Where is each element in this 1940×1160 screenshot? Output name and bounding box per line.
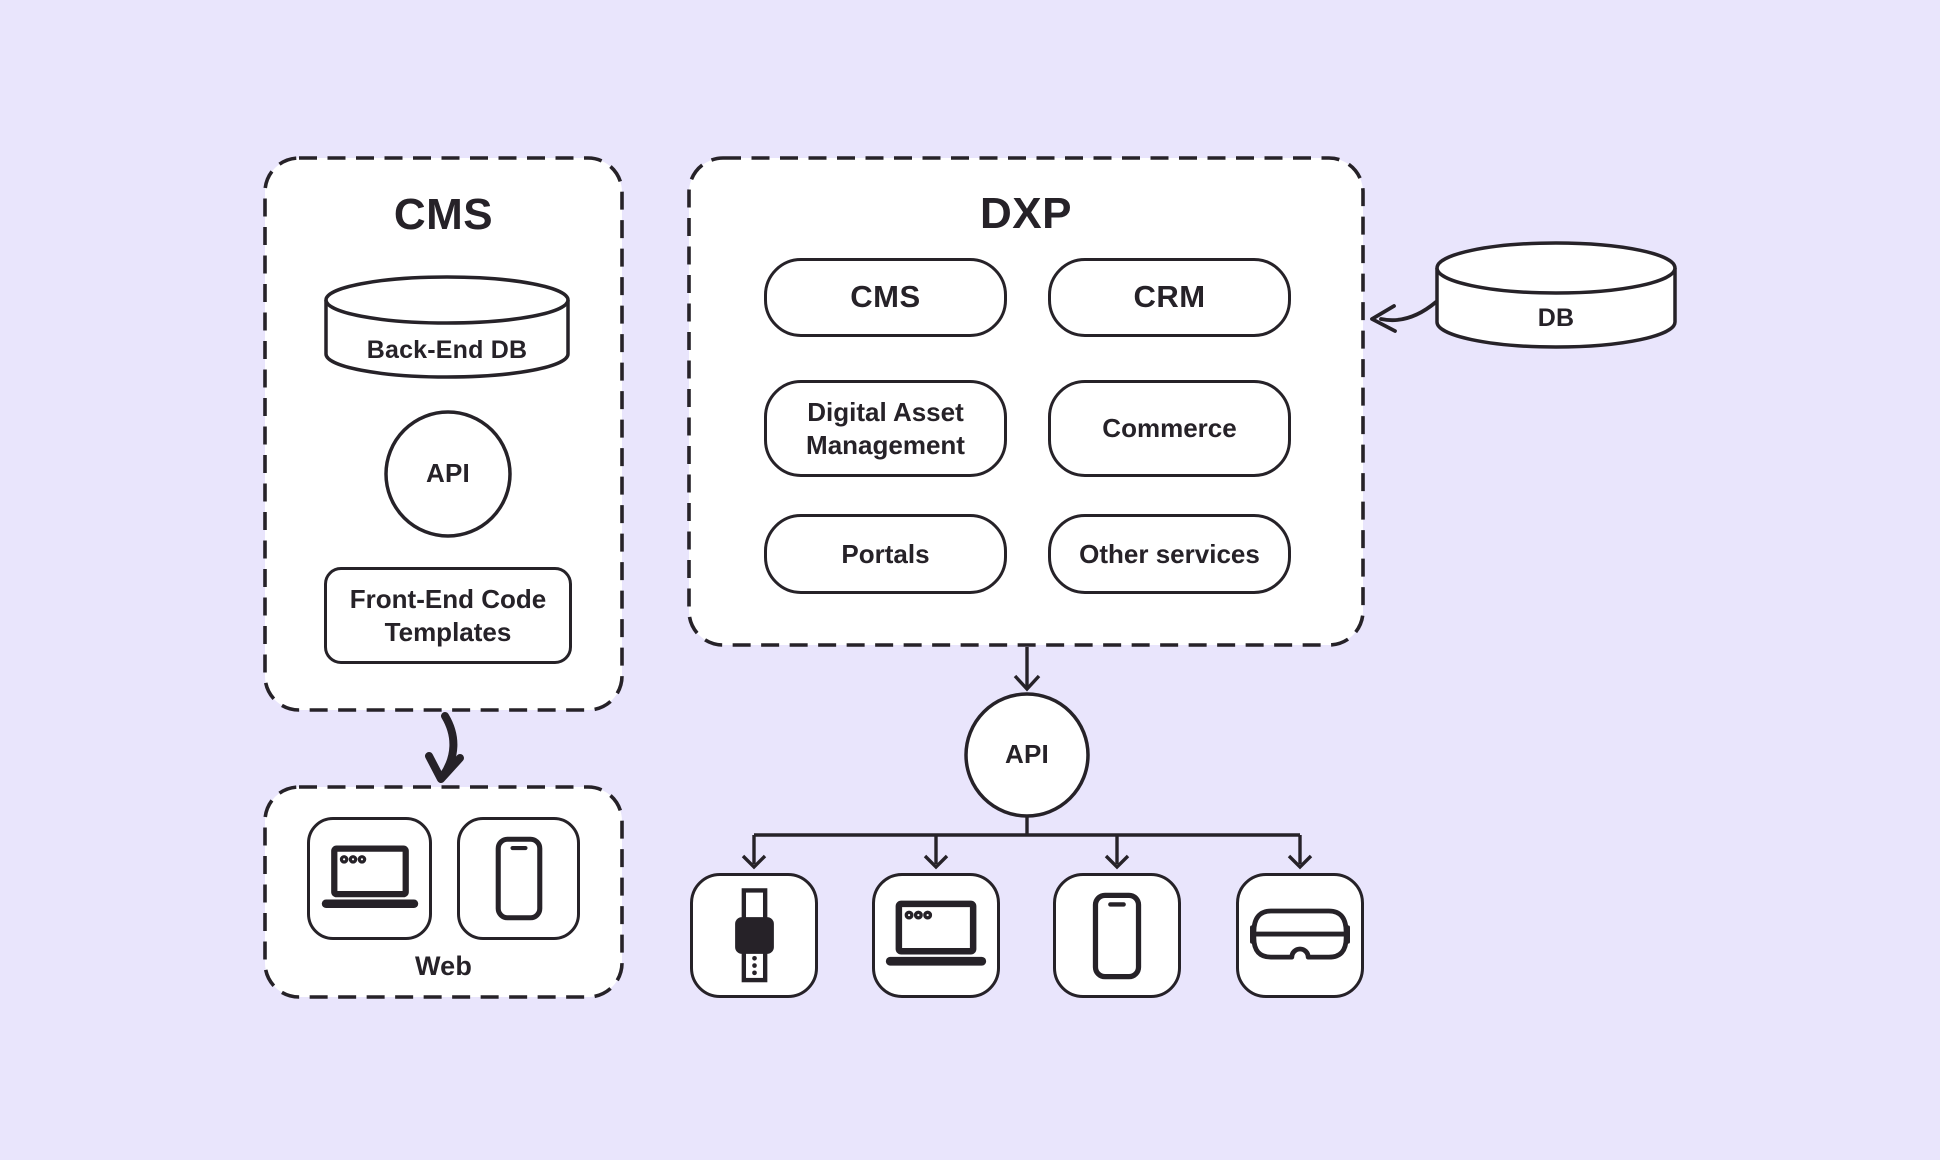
dxp-module-commerce: Commerce bbox=[1048, 380, 1291, 477]
external-db-cylinder bbox=[1435, 241, 1677, 349]
smartphone-icon bbox=[495, 836, 543, 921]
cms-panel-title: CMS bbox=[393, 190, 494, 240]
dxp-to-api-arrow bbox=[1013, 647, 1041, 692]
dxp-panel-title: DXP bbox=[980, 189, 1072, 239]
external-db-label: DB bbox=[1537, 303, 1575, 332]
cms-to-web-arrow bbox=[425, 712, 464, 783]
db-to-dxp-arrow bbox=[1370, 300, 1438, 333]
dxp-module-digital-asset-management: Digital Asset Management bbox=[764, 380, 1007, 477]
dxp-module-other-services: Other services bbox=[1048, 514, 1291, 594]
web-laptop-tile bbox=[307, 817, 432, 940]
vr-headset-icon bbox=[1250, 908, 1350, 964]
api-to-devices-branches bbox=[741, 816, 1313, 870]
laptop-icon bbox=[884, 900, 988, 971]
web-smartphone-tile bbox=[457, 817, 580, 940]
backend-db-cylinder bbox=[324, 275, 570, 379]
dxp-module-cms: CMS bbox=[764, 258, 1007, 337]
backend-db-label: Back-End DB bbox=[366, 335, 528, 364]
cms-api-circle bbox=[384, 410, 512, 538]
cms-api-label: API bbox=[426, 458, 470, 489]
api-hub-label: API bbox=[1005, 739, 1049, 770]
device-tile-vr-headset bbox=[1236, 873, 1364, 998]
web-panel-label: Web bbox=[414, 950, 473, 981]
dxp-module-crm: CRM bbox=[1048, 258, 1291, 337]
device-tile-smartphone bbox=[1053, 873, 1181, 998]
dxp-module-portals: Portals bbox=[764, 514, 1007, 594]
laptop-icon bbox=[320, 845, 420, 913]
smartwatch-icon bbox=[732, 888, 777, 983]
smartphone-icon bbox=[1092, 892, 1142, 980]
frontend-templates-box: Front-End Code Templates bbox=[324, 567, 572, 664]
device-tile-smartwatch bbox=[690, 873, 818, 998]
device-tile-laptop bbox=[872, 873, 1000, 998]
